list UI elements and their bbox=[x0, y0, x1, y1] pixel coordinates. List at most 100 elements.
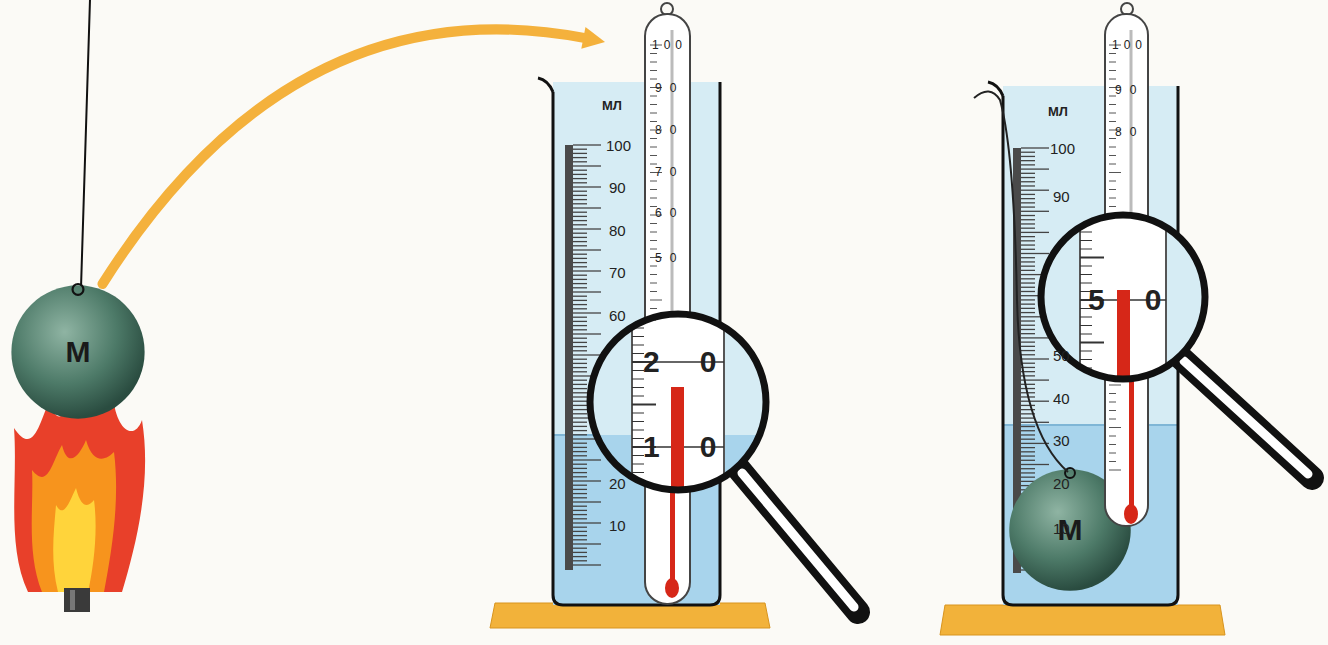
ball-hook bbox=[73, 284, 84, 295]
drawing-part bbox=[573, 145, 601, 565]
scale-tick bbox=[1021, 253, 1049, 254]
scale-tick bbox=[1021, 194, 1035, 195]
scale-tick bbox=[1021, 240, 1035, 241]
drawing-part bbox=[665, 578, 679, 598]
unit-label: МЛ bbox=[1048, 104, 1068, 119]
scale-tick bbox=[650, 164, 657, 165]
drawing-part bbox=[565, 145, 573, 570]
scale-tick bbox=[632, 285, 644, 286]
scale-tick bbox=[573, 346, 587, 347]
scale-tick bbox=[1080, 325, 1092, 326]
scale-tick bbox=[1021, 312, 1035, 313]
scale-tick bbox=[573, 371, 587, 372]
arrow-line bbox=[102, 29, 585, 284]
scale-tick bbox=[573, 224, 587, 225]
scale-tick bbox=[573, 203, 587, 204]
thermometer-1 bbox=[645, 3, 690, 604]
scale-tick bbox=[573, 464, 587, 465]
scale-tick bbox=[1021, 417, 1035, 418]
scale-tick bbox=[650, 181, 657, 182]
scale-tick bbox=[1109, 70, 1116, 71]
scale-number: 40 bbox=[1053, 391, 1070, 406]
string bbox=[81, 0, 90, 288]
scale-tick bbox=[573, 350, 587, 351]
scale-tick bbox=[1080, 393, 1092, 394]
scale-tick bbox=[1080, 401, 1092, 402]
scale-tick bbox=[1021, 278, 1035, 279]
scale-tick bbox=[1021, 249, 1035, 250]
scale-tick bbox=[1080, 342, 1104, 344]
scale-tick bbox=[1021, 337, 1049, 338]
drawing-part bbox=[590, 277, 766, 532]
scale-number: 90 bbox=[609, 180, 626, 195]
scale-tick bbox=[573, 296, 587, 297]
drawing-part bbox=[1003, 425, 1178, 605]
scale-tick bbox=[1021, 168, 1049, 169]
scale-tick bbox=[573, 245, 587, 246]
scale-tick bbox=[573, 241, 587, 242]
scale-tick bbox=[573, 409, 587, 410]
scale-tick bbox=[1021, 481, 1035, 482]
drawing-part bbox=[1080, 130, 1166, 428]
scale-number: 20 bbox=[1053, 476, 1070, 491]
scale-tick bbox=[632, 404, 656, 406]
scale-tick bbox=[573, 275, 587, 276]
scale-tick bbox=[573, 359, 587, 360]
scale-tick bbox=[650, 138, 657, 139]
scale-tick bbox=[1080, 206, 1092, 207]
scale-tick bbox=[1021, 266, 1035, 267]
magnifier-1 bbox=[590, 277, 858, 612]
scale-tick bbox=[1080, 189, 1092, 190]
scale-tick bbox=[573, 564, 601, 565]
scale-tick bbox=[1080, 427, 1104, 429]
scale-tick bbox=[1021, 401, 1049, 402]
scale-number: 90 bbox=[655, 82, 684, 94]
scale-tick bbox=[573, 195, 587, 196]
scale-number: 20 bbox=[609, 476, 626, 491]
scale-tick bbox=[1021, 287, 1035, 288]
scale-tick bbox=[573, 178, 587, 179]
scale-tick bbox=[650, 232, 657, 233]
scale-tick bbox=[1109, 79, 1116, 80]
ball-letter: M bbox=[66, 335, 91, 369]
scale-tick bbox=[632, 472, 644, 473]
scale-tick bbox=[573, 338, 587, 339]
scale-tick bbox=[573, 254, 587, 255]
scale-number: 80 bbox=[1115, 126, 1144, 138]
scale-tick bbox=[573, 497, 587, 498]
scale-tick bbox=[1080, 418, 1092, 419]
scale-tick bbox=[1080, 333, 1092, 334]
scale-tick bbox=[573, 548, 587, 549]
scale-tick bbox=[632, 438, 644, 439]
scale-tick bbox=[1109, 181, 1116, 182]
scale-tick bbox=[1080, 163, 1092, 164]
scale-tick bbox=[1109, 164, 1116, 165]
scale-tick bbox=[573, 283, 587, 284]
scale-tick bbox=[1109, 189, 1116, 190]
scale-tick bbox=[1021, 451, 1035, 452]
scale-tick bbox=[1080, 359, 1092, 360]
scale-tick bbox=[1080, 240, 1092, 241]
scale-tick bbox=[650, 96, 657, 97]
scale-tick bbox=[1021, 384, 1035, 385]
scale-number: 10 bbox=[1053, 521, 1070, 536]
drawing-part bbox=[53, 488, 95, 592]
scale-tick bbox=[1021, 464, 1049, 465]
scale-tick bbox=[573, 514, 587, 515]
scale-tick bbox=[650, 189, 657, 190]
scale-number: 100 bbox=[1112, 39, 1147, 51]
drawing-part bbox=[1184, 361, 1308, 474]
scale-tick bbox=[1021, 244, 1035, 245]
scale-tick bbox=[1021, 261, 1035, 262]
scale-tick bbox=[632, 429, 644, 430]
magnified-scale-number: 50 bbox=[1088, 285, 1201, 315]
scale-tick bbox=[573, 262, 587, 263]
scale-number: 30 bbox=[1053, 433, 1070, 448]
scale-tick bbox=[1021, 346, 1035, 347]
drawing-part bbox=[1003, 86, 1178, 605]
scale-tick bbox=[632, 310, 644, 311]
scale-tick bbox=[573, 434, 587, 435]
scale-tick bbox=[1021, 160, 1035, 161]
scale-tick bbox=[1109, 121, 1116, 122]
